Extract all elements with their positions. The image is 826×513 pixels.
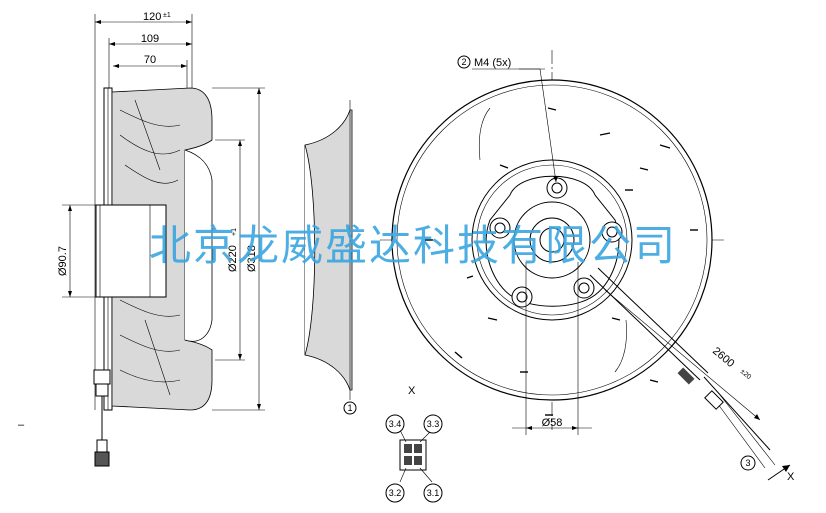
dash-mark: –: [18, 419, 25, 431]
dim-hub-diameter: Ø58: [542, 417, 563, 429]
detail-x-label: X: [408, 385, 416, 397]
callout-3-1: 3.1: [427, 488, 440, 498]
callout-3-3: 3.3: [427, 419, 440, 429]
company-watermark: 北京龙威盛达科技有限公司: [148, 221, 677, 270]
dim-mount-screw: M4 (5x): [474, 57, 511, 69]
dim-length-70: 70: [144, 54, 156, 66]
inlet-ring: 1: [304, 100, 357, 415]
dim-cable-length: 2600: [710, 345, 736, 370]
front-view: 2600 ±20 X 3 Ø58 2 M4 (5x): [380, 50, 795, 483]
side-view: 120 ±1 109 70 Ø90.7: [18, 11, 265, 467]
callout-3-4: 3.4: [389, 419, 402, 429]
arrow-x-label: X: [787, 471, 795, 483]
dim-motor-diameter: Ø90.7: [57, 246, 69, 276]
dim-inlet-diameter-tol: +1: [231, 228, 238, 236]
callout-3: 3: [745, 458, 750, 468]
dim-overall-length-tol: ±1: [163, 12, 171, 19]
dim-inlet-diameter: Ø220: [227, 245, 239, 272]
dim-length-109: 109: [141, 33, 159, 45]
callout-3-2: 3.2: [389, 488, 402, 498]
callout-2: 2: [461, 57, 466, 67]
detail-x: X 3.4 3.3 3.2 3.1: [385, 385, 443, 503]
dim-overall-length: 120: [143, 11, 161, 23]
callout-1: 1: [347, 403, 352, 413]
dim-outer-diameter: Ø318: [246, 245, 258, 272]
dim-cable-length-tol: ±20: [739, 368, 752, 381]
